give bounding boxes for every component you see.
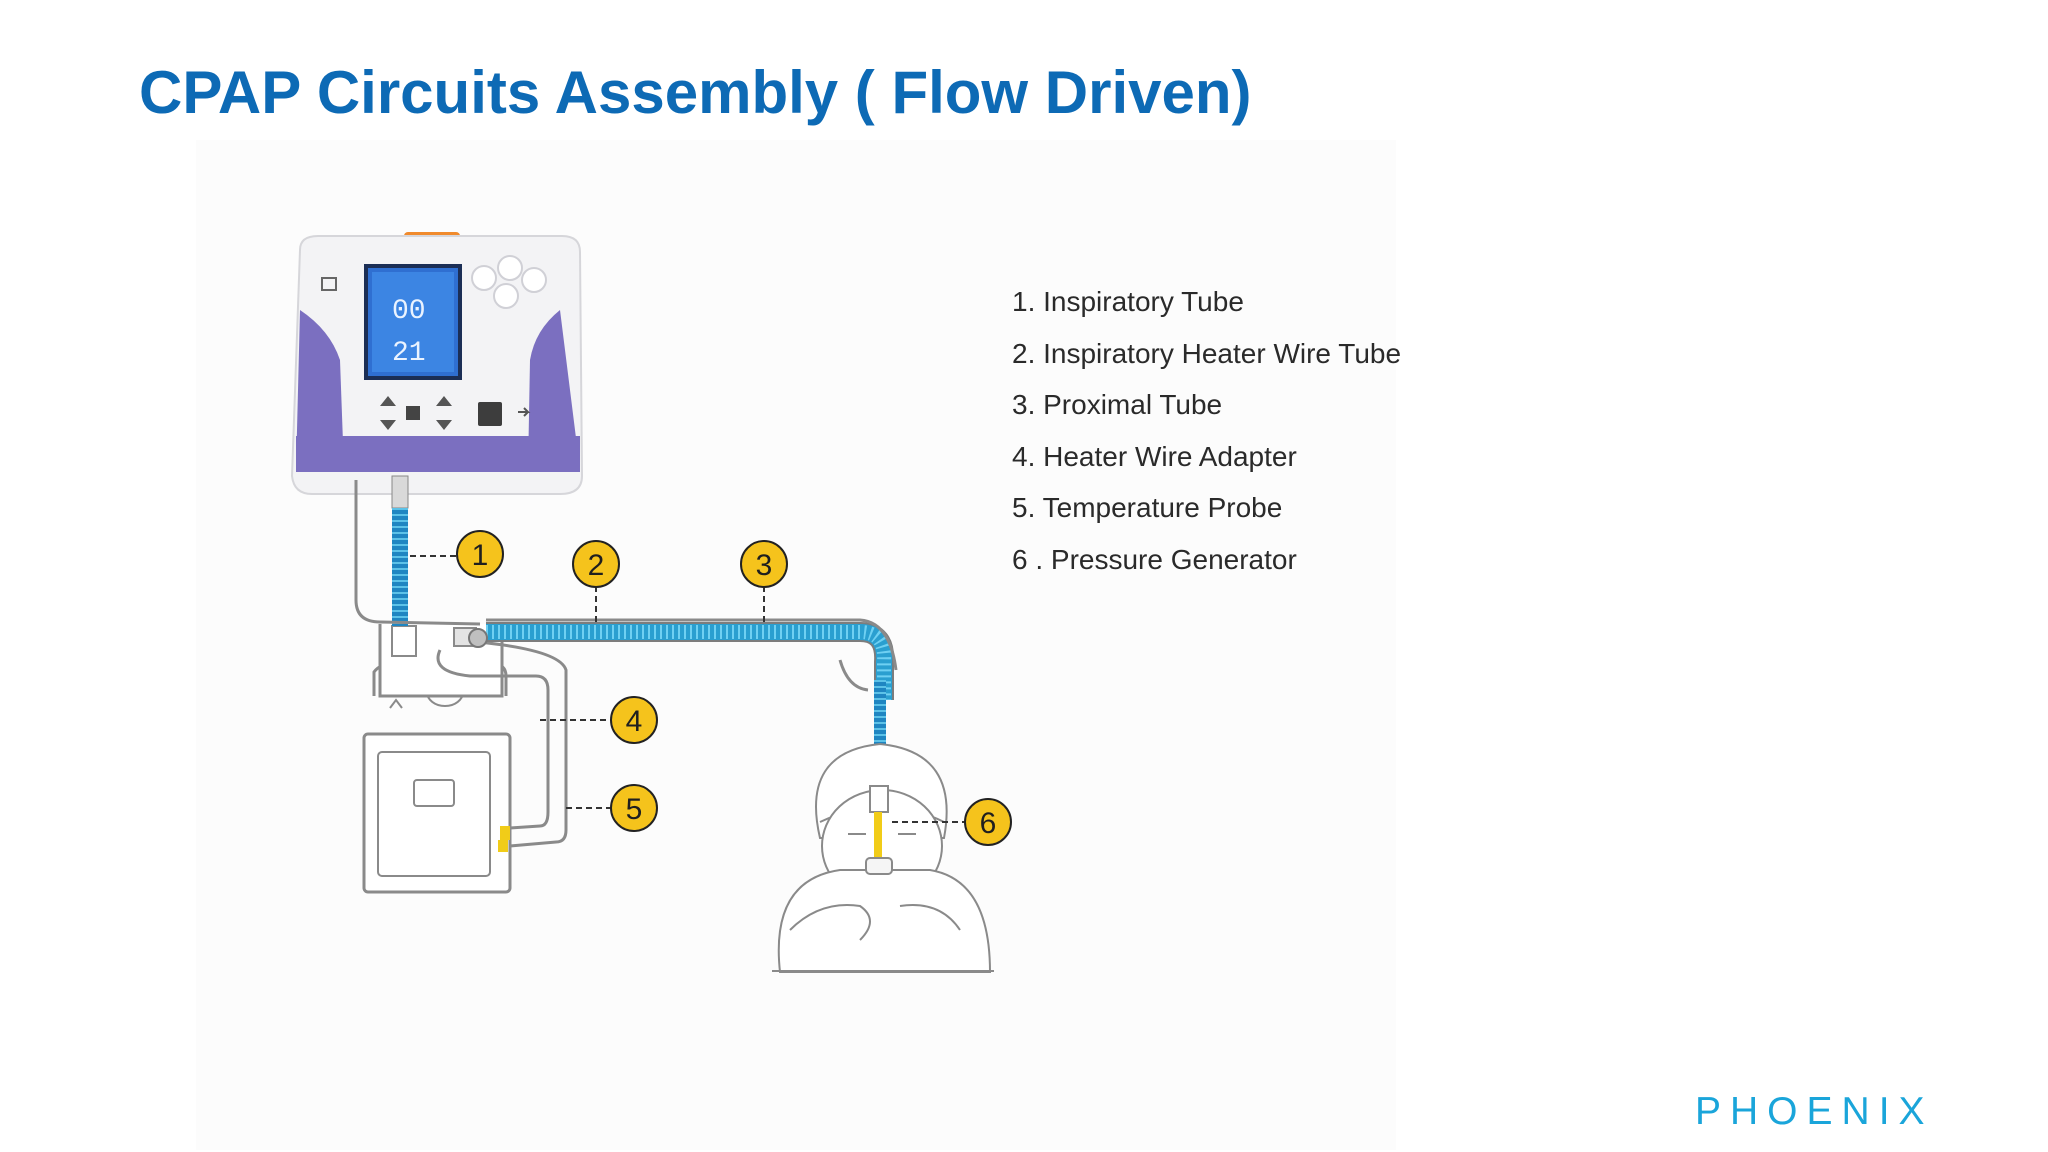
- legend-item: 2. Inspiratory Heater Wire Tube: [1012, 337, 1402, 369]
- temperature-probe-line: [477, 640, 568, 848]
- legend-item: 5. Temperature Probe: [1012, 492, 1283, 523]
- humidifier: [362, 624, 512, 894]
- callout-2-label: 2: [588, 549, 605, 582]
- callout-6-label: 6: [980, 807, 997, 840]
- callout-3-label: 3: [756, 549, 773, 582]
- callout-leaders: [410, 555, 966, 823]
- proximal-line-left: [354, 480, 481, 626]
- device-right-panel: [528, 310, 580, 470]
- legend-item: 6 . Pressure Generator: [1012, 543, 1297, 575]
- device-knob-icon: [471, 265, 497, 291]
- arrow-updown-icon: [436, 396, 452, 430]
- inspiratory-tube: [391, 475, 409, 626]
- device-center-button: [406, 406, 420, 420]
- device-power-icon: [321, 277, 337, 291]
- callout-4: 4: [610, 696, 658, 744]
- page-title: CPAP Circuits Assembly ( Flow Driven): [139, 59, 1252, 126]
- legend-item: 3. Proximal Tube: [1012, 389, 1223, 420]
- device-base-band: [296, 436, 580, 472]
- callout-5: 5: [610, 784, 658, 832]
- callout-2: 2: [572, 540, 620, 588]
- callout-3: 3: [740, 540, 788, 588]
- device-knob-icon: [497, 255, 523, 281]
- ventilator-device: 00 21: [290, 232, 584, 495]
- heater-wire-tube: [453, 618, 898, 782]
- device-knob-icon: [521, 267, 547, 293]
- arrow-right-icon: [518, 407, 531, 417]
- callout-6: 6: [964, 798, 1012, 846]
- callout-1-label: 1: [472, 539, 489, 572]
- device-mute-button: [478, 402, 502, 426]
- screen-bottom-value: 21: [392, 338, 426, 369]
- arrow-updown-icon: [380, 396, 396, 430]
- device-knob-icon: [493, 283, 519, 309]
- heater-wire-adapter-line: [436, 649, 550, 830]
- device-left-panel: [296, 310, 344, 470]
- humidifier-body: [362, 732, 512, 894]
- callout-4-label: 4: [626, 705, 643, 738]
- legend-item: 4. Heater Wire Adapter: [1012, 440, 1297, 472]
- infant-patient: [772, 742, 994, 973]
- legend-item: 1. Inspiratory Tube: [1012, 286, 1244, 317]
- phoenix-logo: PHOENIX: [1695, 1090, 1934, 1133]
- parts-legend: 1. Inspiratory Tube 2. Inspiratory Heate…: [1012, 284, 1401, 593]
- screen-top-value: 00: [392, 296, 426, 327]
- callout-1: 1: [456, 530, 504, 578]
- callout-5-label: 5: [626, 793, 643, 826]
